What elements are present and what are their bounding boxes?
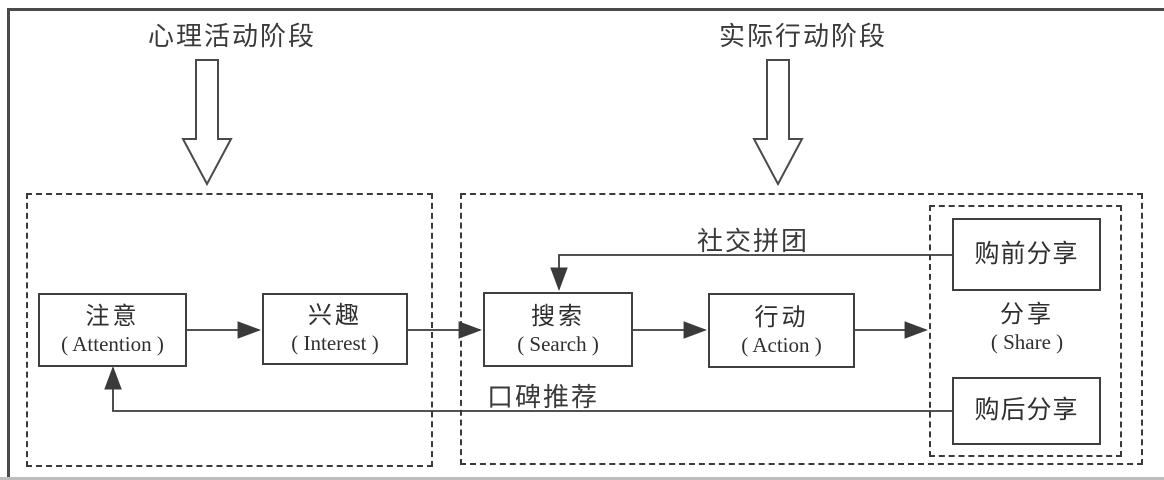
pre-share-node-title: 购前分享 — [974, 240, 1079, 268]
post-share-node: 购后分享 — [952, 377, 1101, 445]
action-node-title: 行动 — [754, 304, 809, 331]
post-share-node-title: 购后分享 — [974, 397, 1079, 424]
psych-stage-label: 心理活动阶段 — [147, 22, 316, 51]
interest-node: 兴趣 ( Interest ) — [262, 293, 408, 365]
psych-stage-container — [26, 193, 433, 467]
action-stage-down-arrow-icon — [752, 59, 804, 187]
search-node: 搜索 ( Search ) — [483, 292, 633, 367]
attention-node: 注意 ( Attention ) — [38, 293, 187, 367]
search-node-title: 搜索 — [531, 303, 585, 330]
action-node: 行动 ( Action ) — [708, 293, 855, 368]
scan-edge-artifact — [0, 477, 1164, 480]
pre-share-node: 购前分享 — [952, 218, 1101, 291]
word-of-mouth-edge-label: 口碑推荐 — [487, 383, 600, 412]
share-group-subtitle: ( Share ) — [990, 330, 1064, 354]
attention-node-subtitle: ( Attention ) — [61, 332, 164, 356]
psych-stage-down-arrow-icon — [181, 59, 233, 187]
share-group-title: 分享 — [1000, 302, 1054, 328]
interest-node-subtitle: ( Interest ) — [291, 331, 379, 355]
action-stage-label: 实际行动阶段 — [718, 22, 887, 51]
attention-node-title: 注意 — [85, 304, 140, 330]
share-group-label: 分享 ( Share ) — [950, 301, 1104, 356]
action-stage-container — [460, 193, 1143, 465]
social-group-buy-edge-label: 社交拼团 — [696, 227, 809, 256]
action-node-subtitle: ( Action ) — [741, 332, 822, 357]
interest-node-title: 兴趣 — [308, 303, 362, 329]
search-node-subtitle: ( Search ) — [517, 331, 599, 356]
share-group-container — [929, 205, 1122, 457]
